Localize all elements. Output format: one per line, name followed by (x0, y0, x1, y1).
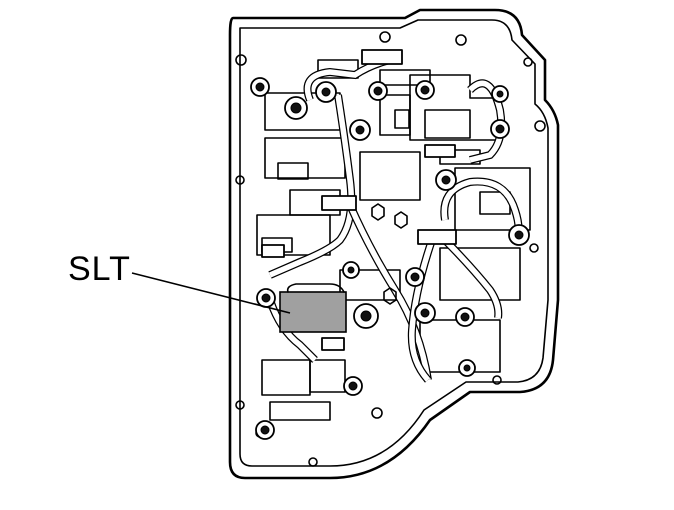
hex-nuts (371, 203, 408, 305)
slt-solenoid-highlight (279, 291, 347, 333)
valve-body-gasket-line (239, 19, 549, 467)
slt-solenoid-connector (286, 283, 345, 293)
wiring-harness (266, 56, 523, 383)
callout-label-slt: SLT (68, 250, 131, 288)
valve-components (256, 59, 531, 421)
callout-leader-line (131, 272, 291, 314)
valve-body-outer-outline (228, 8, 560, 480)
mounting-bolts (250, 77, 530, 440)
harness-clamps (261, 49, 457, 351)
